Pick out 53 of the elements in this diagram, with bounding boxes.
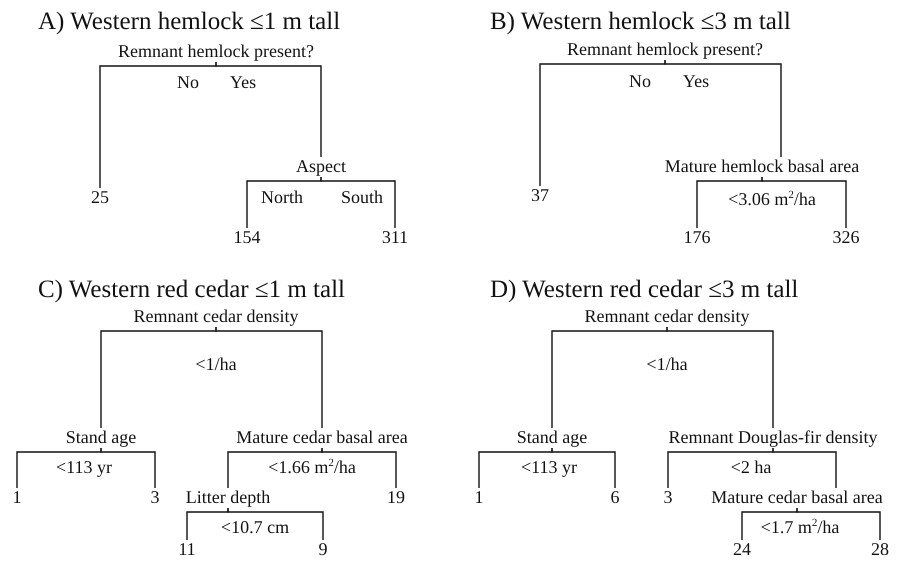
leaf-value: 19 bbox=[387, 488, 405, 507]
branch-line bbox=[215, 62, 322, 157]
split-variable: Mature cedar basal area bbox=[236, 428, 408, 447]
split-condition: <1/ha bbox=[646, 355, 688, 374]
leaf-value: 1 bbox=[474, 488, 484, 507]
split-condition: <1.66 m$^{2}$/ha bbox=[268, 458, 356, 477]
split-variable: Aspect bbox=[296, 157, 346, 176]
split-condition: <3.06 m$^{2}$/ha bbox=[728, 190, 816, 209]
branch-line bbox=[100, 448, 156, 488]
split-condition: <10.7 cm bbox=[220, 518, 290, 537]
leaf-value: 3 bbox=[664, 488, 672, 507]
leaf-value: 176 bbox=[684, 228, 710, 247]
split-variable: Remnant hemlock present? bbox=[567, 40, 763, 59]
leaf-value: 28 bbox=[871, 540, 889, 559]
split-condition: <2 ha bbox=[730, 458, 772, 477]
split-variable: Remnant cedar density bbox=[584, 307, 750, 326]
branch-line bbox=[666, 327, 774, 428]
leaf-value: 311 bbox=[382, 228, 408, 247]
leaf-value: 25 bbox=[91, 188, 109, 207]
branch-line bbox=[321, 448, 397, 488]
panel-title: D) Western red cedar ≤3 m tall bbox=[490, 276, 798, 303]
split-variable: Mature cedar basal area bbox=[711, 488, 883, 507]
split-condition: <1.7 m$^{2}$/ha bbox=[760, 518, 840, 537]
leaf-value: 11 bbox=[178, 540, 196, 559]
split-condition: <1/ha bbox=[195, 355, 237, 374]
branch-line bbox=[215, 327, 323, 428]
branch-line bbox=[320, 177, 396, 228]
split-variable: Mature hemlock basal area bbox=[664, 157, 860, 176]
branch-line bbox=[227, 508, 324, 540]
panel-title: A) Western hemlock ≤1 m tall bbox=[38, 8, 340, 35]
panel-title: C) Western red cedar ≤1 m tall bbox=[38, 276, 345, 303]
leaf-value: 6 bbox=[610, 488, 620, 507]
split-variable: Remnant hemlock present? bbox=[118, 42, 314, 61]
branch-line bbox=[664, 60, 782, 157]
panel-title: B) Western hemlock ≤3 m tall bbox=[490, 8, 791, 35]
leaf-value: 3 bbox=[150, 488, 160, 507]
leaf-value: 154 bbox=[234, 228, 260, 247]
split-variable: Stand age bbox=[66, 428, 136, 447]
split-variable: Remnant Douglas-fir density bbox=[668, 428, 878, 447]
leaf-value: 37 bbox=[531, 186, 549, 205]
branch-line bbox=[796, 508, 881, 540]
split-variable: Litter depth bbox=[186, 488, 270, 507]
leaf-value: 326 bbox=[832, 228, 860, 247]
leaf-value: 1 bbox=[12, 488, 22, 507]
leaf-value: 9 bbox=[318, 540, 328, 559]
leaf-value: 24 bbox=[733, 540, 751, 559]
split-variable: Remnant cedar density bbox=[134, 307, 298, 326]
split-variable: Stand age bbox=[516, 428, 588, 447]
branch-line bbox=[772, 448, 837, 488]
branch-line bbox=[551, 448, 616, 488]
split-condition: <113 yr bbox=[521, 458, 577, 477]
branch-line bbox=[761, 177, 847, 228]
split-condition: <113 yr bbox=[56, 458, 112, 477]
